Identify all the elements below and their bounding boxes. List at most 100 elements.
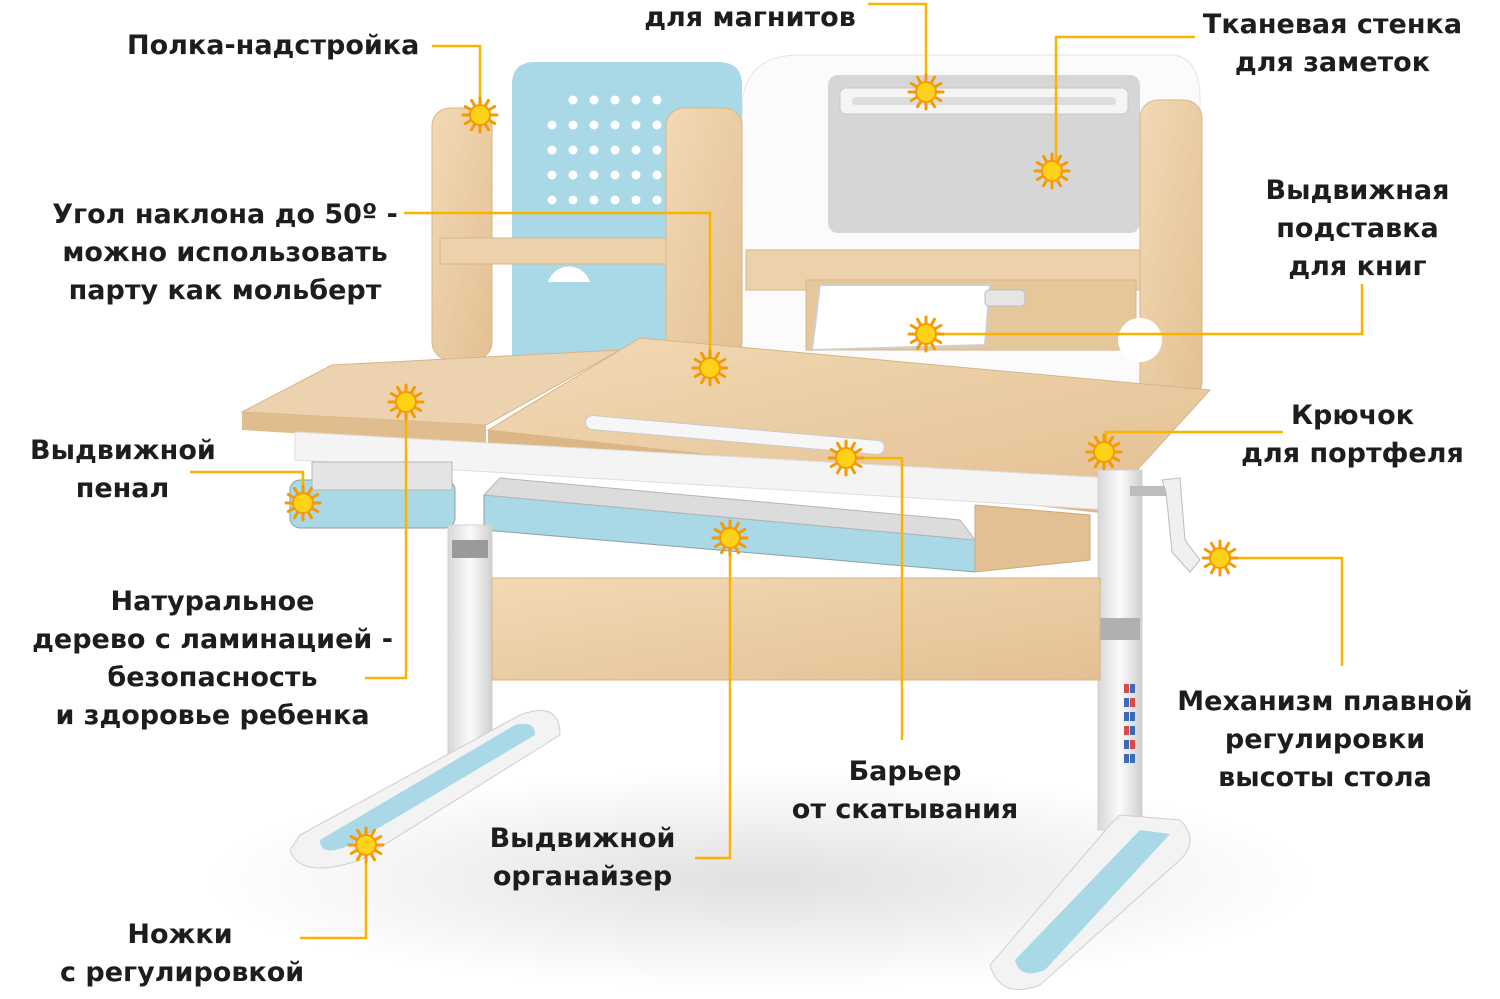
leader-fabric bbox=[1054, 35, 1195, 171]
label-tilt: Угол наклона до 50º - можно использовать… bbox=[40, 196, 410, 310]
scale-mark bbox=[1130, 754, 1135, 763]
scale-mark bbox=[1124, 712, 1129, 721]
leader-mechanism bbox=[1220, 556, 1344, 666]
peg-hole bbox=[589, 95, 599, 105]
peg-hole bbox=[631, 170, 641, 180]
scale-mark bbox=[1130, 726, 1135, 735]
height-scale bbox=[1124, 684, 1135, 763]
marker-fabric bbox=[1033, 152, 1071, 190]
label-wood: Натуральное дерево с ламинацией - безопа… bbox=[20, 583, 405, 735]
label-book-line-1: Выдвижная bbox=[1265, 175, 1450, 206]
marker-magnets bbox=[907, 73, 945, 111]
label-legs-line-2: с регулировкой bbox=[60, 957, 305, 988]
label-mechanism-line-3: высоты стола bbox=[1218, 762, 1432, 793]
label-legs-line-1: Ножки bbox=[127, 919, 233, 950]
marker-barrier bbox=[827, 439, 865, 477]
scale-mark bbox=[1130, 712, 1135, 721]
wooden-crossbar bbox=[491, 577, 1101, 681]
label-organizer: Выдвижной органайзер bbox=[475, 820, 690, 896]
peg-hole bbox=[568, 120, 578, 130]
leader-magnets bbox=[868, 2, 928, 92]
peg-hole bbox=[547, 195, 557, 205]
marker-pencil bbox=[284, 484, 322, 522]
marker-hook bbox=[1085, 433, 1123, 471]
peg-hole bbox=[547, 170, 557, 180]
leader-barrier bbox=[846, 456, 904, 740]
leg-left-pole bbox=[447, 524, 493, 766]
marker-legs bbox=[347, 826, 385, 864]
leader-book-stand bbox=[926, 284, 1364, 336]
label-barrier-line-2: от скатывания bbox=[791, 794, 1019, 825]
label-fabric-line-1: Тканевая стенка bbox=[1202, 9, 1463, 40]
peg-hole bbox=[652, 195, 662, 205]
label-book-line-3: для книг bbox=[1288, 251, 1427, 282]
label-fabric-wall: Тканевая стенка для заметок bbox=[1190, 6, 1475, 82]
label-hook-line-2: для портфеля bbox=[1241, 438, 1464, 469]
peg-hole bbox=[631, 120, 641, 130]
label-mechanism: Механизм плавной регулировки высоты стол… bbox=[1165, 683, 1485, 797]
scale-mark bbox=[1124, 754, 1129, 763]
label-organizer-line-2: органайзер bbox=[492, 861, 673, 892]
peg-hole bbox=[610, 145, 620, 155]
label-fabric-line-2: для заметок bbox=[1234, 47, 1431, 78]
peg-hole bbox=[652, 95, 662, 105]
peg-hole bbox=[568, 145, 578, 155]
leader-shelf bbox=[432, 44, 482, 115]
label-mechanism-line-1: Механизм плавной bbox=[1177, 686, 1473, 717]
leader-wood bbox=[365, 402, 408, 680]
scale-mark bbox=[1130, 740, 1135, 749]
peg-hole bbox=[652, 170, 662, 180]
peg-hole bbox=[547, 145, 557, 155]
label-barrier-line-1: Барьер bbox=[848, 756, 962, 787]
label-tilt-line-1: Угол наклона до 50º - bbox=[52, 199, 398, 230]
label-mechanism-line-2: регулировки bbox=[1224, 724, 1426, 755]
peg-hole bbox=[568, 170, 578, 180]
peg-hole bbox=[631, 145, 641, 155]
label-pencil-line-1: Выдвижной bbox=[30, 435, 216, 466]
label-pencil-case: Выдвижной пенал bbox=[30, 432, 216, 508]
label-magnets-line: для магнитов bbox=[644, 2, 856, 33]
anti-roll-barrier bbox=[585, 415, 885, 455]
peg-hole bbox=[631, 95, 641, 105]
peg-hole bbox=[547, 120, 557, 130]
label-wood-line-4: и здоровье ребенка bbox=[55, 700, 370, 731]
label-tilt-line-2: можно использовать bbox=[62, 237, 388, 268]
leg-right-pole bbox=[1097, 469, 1143, 831]
label-pencil-line-2: пенал bbox=[75, 473, 170, 504]
label-wood-line-2: дерево с ламинацией - bbox=[32, 624, 393, 655]
label-organizer-line-1: Выдвижной bbox=[489, 823, 676, 854]
peg-hole bbox=[610, 170, 620, 180]
label-shelf-line: Полка-надстройка bbox=[127, 30, 420, 61]
marker-organizer bbox=[711, 519, 749, 557]
marker-book-stand bbox=[907, 315, 945, 353]
marker-wood bbox=[387, 383, 425, 421]
label-barrier: Барьер от скатывания bbox=[780, 753, 1030, 829]
label-book-line-2: подставка bbox=[1276, 213, 1439, 244]
peg-hole bbox=[652, 120, 662, 130]
scale-mark bbox=[1130, 684, 1135, 693]
hutch-left-side bbox=[431, 107, 493, 361]
label-tilt-line-3: парту как мольберт bbox=[68, 275, 382, 306]
peg-hole bbox=[610, 95, 620, 105]
peg-hole bbox=[568, 95, 578, 105]
scale-mark bbox=[1124, 740, 1129, 749]
peg-hole bbox=[589, 170, 599, 180]
peg-hole bbox=[589, 145, 599, 155]
peg-hole bbox=[610, 120, 620, 130]
leader-legs bbox=[300, 845, 368, 940]
peg-hole bbox=[631, 195, 641, 205]
leader-organizer bbox=[695, 538, 732, 860]
peg-holes bbox=[547, 95, 683, 205]
book-stand bbox=[810, 284, 992, 352]
marker-tilt bbox=[691, 349, 729, 387]
label-hook-line-1: Крючок bbox=[1290, 400, 1415, 431]
scale-mark bbox=[1130, 698, 1135, 707]
scale-mark bbox=[1124, 726, 1129, 735]
label-wood-line-3: безопасность bbox=[107, 662, 318, 693]
leader-tilt bbox=[404, 211, 712, 368]
marker-shelf bbox=[461, 96, 499, 134]
hutch-mid-side bbox=[665, 107, 743, 361]
peg-hole bbox=[568, 195, 578, 205]
